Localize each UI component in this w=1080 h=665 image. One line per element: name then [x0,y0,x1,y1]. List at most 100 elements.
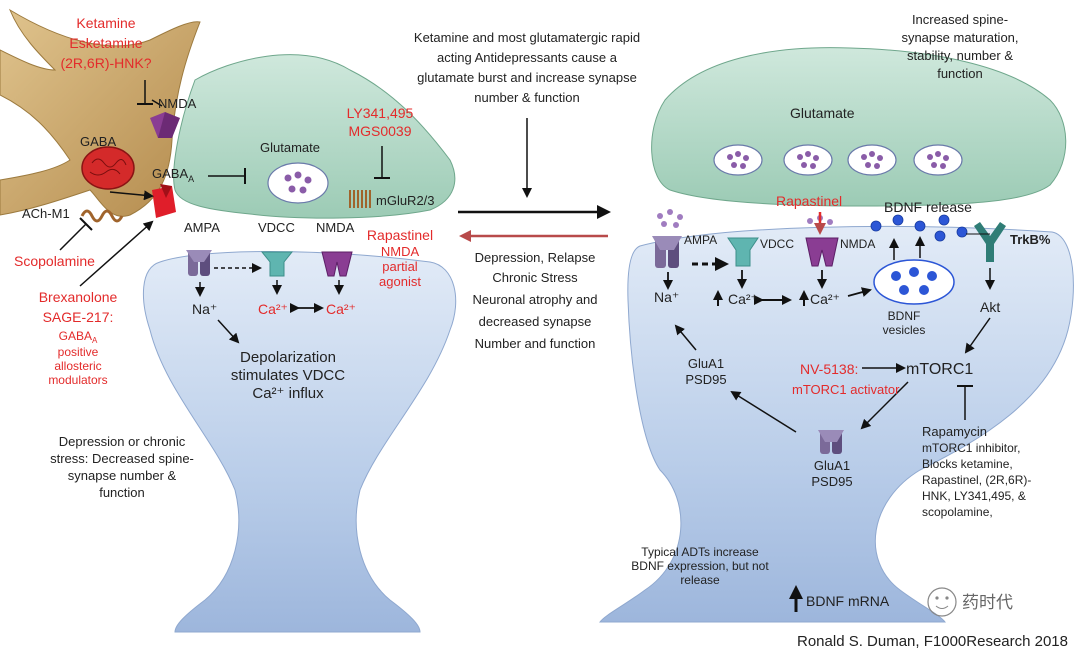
left-ampa-label: AMPA [184,220,220,235]
gaba-cell-label: GABA [80,134,116,149]
sage217-label: SAGE-217: [43,309,114,325]
right-ampa-receptor [652,236,682,268]
right-glutamate-label: Glutamate [790,105,855,121]
rapastinel-agonist: agonist [379,274,421,289]
ach-m1-receptor [80,209,124,223]
rapamycin-line1: Rapamycin [922,424,987,439]
depression-line2: stress: Decreased spine- [50,451,194,466]
middle-top-line1: Ketamine and most glutamatergic rapid [414,30,640,45]
glua1-receptor-bottom [818,430,844,454]
bdnf-release-label: BDNF release [884,199,972,215]
increased-line1: Increased spine- [912,12,1008,27]
drug-hnk: (2R,6R)-HNK? [60,55,151,71]
gaba-mod-positive: positive [58,345,99,359]
depression-line4: function [99,485,145,500]
right-vdcc-receptor [727,237,759,267]
increased-line4: function [937,66,983,81]
typical-line2: BDNF expression, but not [631,559,769,573]
left-vdcc-receptor [260,251,294,277]
drug-ketamine: Ketamine [76,15,135,31]
left-na-label: Na⁺ [192,301,217,317]
right-ca2-label: Ca²⁺ [810,291,840,307]
gaba-a-receptor [152,184,176,218]
left-glutamate-label: Glutamate [260,140,320,155]
gaba-nucleus [81,146,135,190]
left-nmda-label: NMDA [316,220,355,235]
middle-bottom-line3: Neuronal atrophy and [472,292,597,307]
drug-esketamine: Esketamine [69,35,142,51]
akt-label: Akt [980,299,1000,315]
trkb-label: TrkB% [1010,232,1051,247]
brexanolone-arrow [79,220,154,287]
left-nmda-receptor [321,251,353,277]
gaba-mod-modulators: modulators [48,373,107,387]
right-presynaptic-terminal [651,47,1067,207]
gaba-to-gabaa-arrow [109,190,154,201]
right-ca1-label: Ca²⁺ [728,291,758,307]
nmda-interneuron-receptor [150,99,180,138]
bdnf-release-dots [870,214,968,242]
left-vdcc-label: VDCC [258,220,295,235]
citation: Ronald S. Duman, F1000Research 2018 [797,633,1068,650]
middle-bottom-line4: decreased synapse [479,314,592,329]
right-na-label: Na⁺ [654,289,679,305]
increased-line2: synapse maturation, [901,30,1018,45]
ach-m1-label: ACh-M1 [22,206,70,221]
rapastinel-nmda: NMDA [381,244,420,259]
depol-line3: Ca²⁺ influx [252,385,324,402]
depression-line1: Depression or chronic [59,434,186,449]
right-nmda-label: NMDA [840,237,875,251]
left-ampa-receptor [186,250,212,276]
depol-line1: Depolarization [240,349,336,366]
nv5138-label: NV-5138: [800,361,858,377]
glua1-top-line1: GluA1 [688,356,724,371]
increased-line3: stability, number & [907,48,1013,63]
rapastinel-partial: partial [382,259,418,274]
typical-line1: Typical ADTs increase [641,545,759,559]
bdnf-vesicles-line2: vesicles [883,323,926,337]
mglur-label: mGluR2/3 [376,193,435,208]
middle-bottom-line1: Depression, Relapse [475,250,596,265]
right-vdcc-label: VDCC [760,237,794,251]
mgs0039-label: MGS0039 [348,123,411,139]
watermark-icon [927,587,957,617]
left-ca1-label: Ca²⁺ [258,301,288,317]
left-rapastinel-label: Rapastinel [367,227,433,243]
right-rapastinel-label: Rapastinel [776,193,842,209]
gaba-mod-allosteric: allosteric [54,359,101,373]
left-ca2-label: Ca²⁺ [326,301,356,317]
gaba-mod-label: GABAA [59,329,98,345]
ly341495-label: LY341,495 [347,105,414,121]
bdnf-vesicles-line1: BDNF [888,309,921,323]
right-nmda-receptor [805,237,839,267]
middle-top-line2: acting Antidepressants cause a [437,50,618,65]
right-postsynaptic-spine [599,226,1074,623]
brexanolone-label: Brexanolone [39,289,118,305]
scopolamine-inhibit [59,223,87,251]
middle-top-line3: glutamate burst and increase synapse [417,70,637,85]
nmda-interneuron-label: NMDA [158,96,197,111]
mtorc1-activator-label: mTORC1 activator [792,382,900,397]
middle-top-line4: number & function [474,90,580,105]
middle-bottom-line2: Chronic Stress [492,270,578,285]
rapamycin-line2: mTORC1 inhibitor, [922,441,1020,455]
rapamycin-line3: Blocks ketamine, [922,457,1013,471]
scopolamine-label: Scopolamine [14,253,95,269]
mtorc1-label: mTORC1 [906,361,973,378]
watermark-text: 药时代 [962,593,1013,612]
middle-bottom-line5: Number and function [475,336,596,351]
bdnf-vesicles [873,259,955,305]
right-vesicles [713,144,963,176]
left-vesicle [267,162,329,204]
right-ampa-label: AMPA [684,233,717,247]
glutamate-release-dots [657,209,833,228]
depol-line2: stimulates VDCC [231,367,345,384]
rapamycin-line4: Rapastinel, (2R,6R)- [922,473,1031,487]
mglur-receptor [349,190,371,208]
bdnf-mrna-label: BDNF mRNA [806,593,890,609]
left-postsynaptic-spine [142,251,457,633]
depression-line3: synapse number & [68,468,177,483]
typical-line3: release [680,573,720,587]
gaba-interneuron [0,8,201,217]
